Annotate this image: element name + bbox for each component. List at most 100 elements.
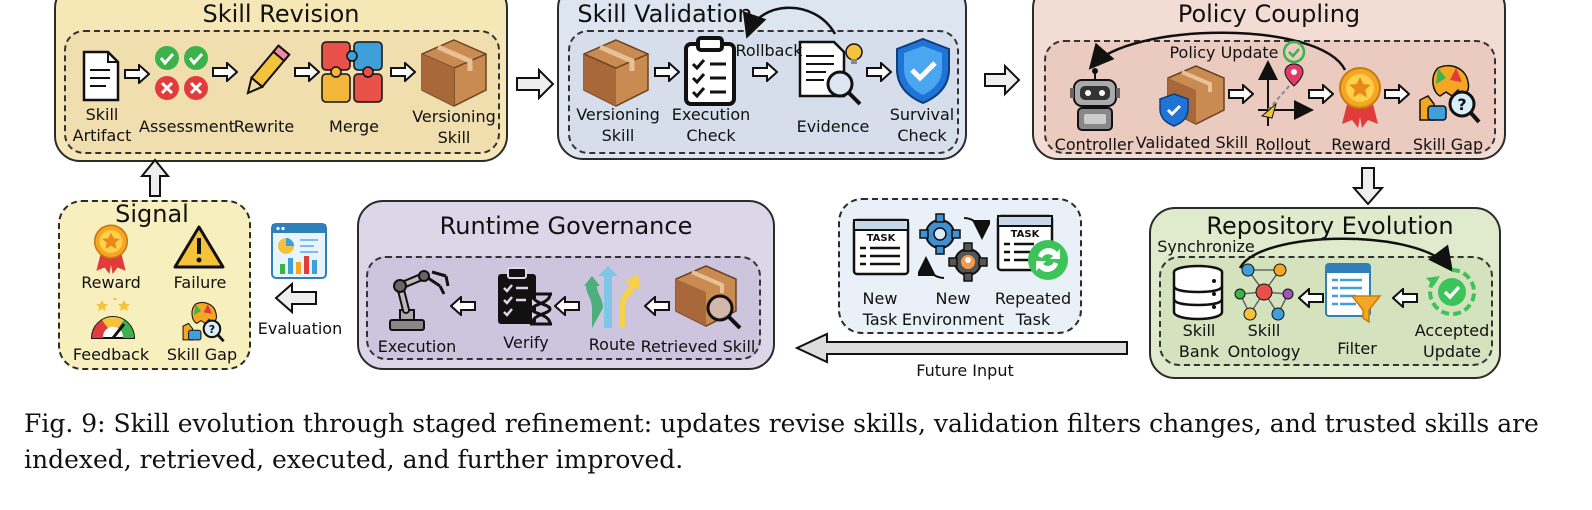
reward-label: Reward xyxy=(1331,135,1391,154)
versioning-skill-label: Versioning Skill xyxy=(576,105,660,145)
warning-triangle-icon xyxy=(173,225,225,269)
route-label: Route xyxy=(588,335,636,354)
svg-text:?: ? xyxy=(1457,95,1466,114)
validated-skill-icon xyxy=(1159,65,1225,127)
dashboard-chart-icon xyxy=(271,223,327,279)
arrow-left-icon xyxy=(644,296,670,316)
arrow-icon xyxy=(866,62,892,82)
new-task-label: New Task xyxy=(862,289,898,329)
package-box-icon xyxy=(583,39,649,107)
evidence-magnifier-icon xyxy=(798,40,863,106)
filter-funnel-window-icon xyxy=(1325,263,1382,324)
repeated-task-label: Repeated Task xyxy=(994,289,1072,329)
accepted-update-cycle-icon xyxy=(1426,267,1477,316)
synchronize-curve xyxy=(1238,237,1454,272)
policy-coupling-title: Policy Coupling xyxy=(1177,0,1361,28)
arrow-future-input xyxy=(794,332,1128,364)
shield-check-icon xyxy=(896,37,950,105)
skill-bank-database-icon xyxy=(1172,264,1224,321)
feedback-gauge-icon xyxy=(90,298,136,339)
new-task-window-icon: TASK xyxy=(852,218,910,276)
execution-check-label: Execution Check xyxy=(671,105,751,145)
evaluation-label: Evaluation xyxy=(257,319,343,338)
rollback-curve xyxy=(742,6,837,39)
figure-caption: Fig. 9: Skill evolution through staged r… xyxy=(24,409,1539,474)
skill-ontology-graph-icon xyxy=(1234,263,1294,321)
signal-panel xyxy=(58,200,251,370)
arrow-left-icon xyxy=(450,296,476,316)
signal-title: Signal xyxy=(115,200,189,228)
execution-label: Execution xyxy=(377,337,457,356)
skill-gap-label: Skill Gap xyxy=(1412,135,1484,154)
arrow-icon xyxy=(212,62,238,82)
arrow-icon xyxy=(390,62,416,82)
rewrite-label: Rewrite xyxy=(233,117,295,136)
policy-update-label: Policy Update xyxy=(1169,43,1279,62)
skill-artifact-label: Skill Artifact xyxy=(72,105,132,145)
new-environment-label: New Environment xyxy=(901,289,1005,329)
policy-update-curve xyxy=(1088,31,1347,71)
arrow-revision-to-validation xyxy=(516,67,555,101)
assessment-label: Assessment xyxy=(139,117,235,136)
policy-update-check-icon xyxy=(1282,40,1306,64)
filter-label: Filter xyxy=(1337,339,1377,358)
arrow-icon xyxy=(1228,84,1254,104)
reward-label: Reward xyxy=(81,273,141,292)
package-box-icon xyxy=(421,39,487,107)
rollout-axes-icon xyxy=(1258,60,1314,126)
svg-text:?: ? xyxy=(209,323,215,336)
repeated-task-window-icon: TASK xyxy=(996,214,1068,280)
controller-label: Controller xyxy=(1054,135,1134,154)
task-badge: TASK xyxy=(867,233,897,244)
arrow-icon xyxy=(1384,84,1410,104)
arrow-evaluation-to-signal xyxy=(274,281,317,315)
skill-validation-title: Skill Validation xyxy=(577,0,753,28)
merge-label: Merge xyxy=(329,117,379,136)
accepted-update-label: Accepted Update xyxy=(1414,321,1490,361)
rollback-label: Rollback xyxy=(735,41,803,60)
arrow-validation-to-policy xyxy=(984,63,1021,97)
reward-medal-icon xyxy=(93,224,129,274)
arrow-icon xyxy=(752,62,778,82)
task-badge: TASK xyxy=(1011,229,1041,240)
verify-clipboard-hourglass-icon xyxy=(498,267,552,326)
repository-evolution-title: Repository Evolution xyxy=(1206,212,1454,240)
arrow-icon xyxy=(1308,84,1334,104)
arrow-policy-to-repository xyxy=(1351,167,1385,206)
retrieved-skill-icon xyxy=(675,265,742,330)
arrow-left-icon xyxy=(554,296,580,316)
arrow-left-icon xyxy=(1298,288,1324,308)
skill-revision-title: Skill Revision xyxy=(202,0,360,28)
arrow-signal-to-revision xyxy=(139,158,171,197)
new-environment-gears-icon xyxy=(918,213,990,282)
puzzle-merge-icon xyxy=(321,41,383,103)
evidence-label: Evidence xyxy=(796,117,870,136)
arrow-icon xyxy=(124,64,150,84)
rollout-label: Rollout xyxy=(1255,135,1311,154)
robot-arm-icon xyxy=(389,270,450,331)
skill-gap-icon: ? xyxy=(1419,64,1481,124)
assessment-icon xyxy=(155,46,208,100)
survival-check-label: Survival Check xyxy=(889,105,955,145)
robot-controller-icon xyxy=(1070,68,1120,131)
failure-label: Failure xyxy=(173,273,227,292)
runtime-governance-title: Runtime Governance xyxy=(439,212,693,240)
validated-skill-label: Validated Skill xyxy=(1135,133,1249,152)
verify-label: Verify xyxy=(503,333,549,352)
arrow-icon xyxy=(654,62,680,82)
skill-ontology-label: Skill Ontology xyxy=(1227,321,1301,361)
future-input-label: Future Input xyxy=(916,361,1014,380)
pencil-icon xyxy=(246,44,291,95)
reward-medal-icon xyxy=(1339,67,1381,128)
feedback-label: Feedback xyxy=(72,345,150,364)
arrow-icon xyxy=(294,62,320,82)
checklist-clipboard-icon xyxy=(684,36,736,106)
versioning-skill-label: Versioning Skill xyxy=(412,107,496,147)
route-arrows-icon xyxy=(584,266,640,328)
arrow-left-icon xyxy=(1392,288,1418,308)
synchronize-label: Synchronize xyxy=(1157,237,1255,256)
retrieved-skill-label: Retrieved Skill xyxy=(640,337,756,356)
skill-gap-label: Skill Gap xyxy=(166,345,238,364)
document-icon xyxy=(82,50,120,102)
